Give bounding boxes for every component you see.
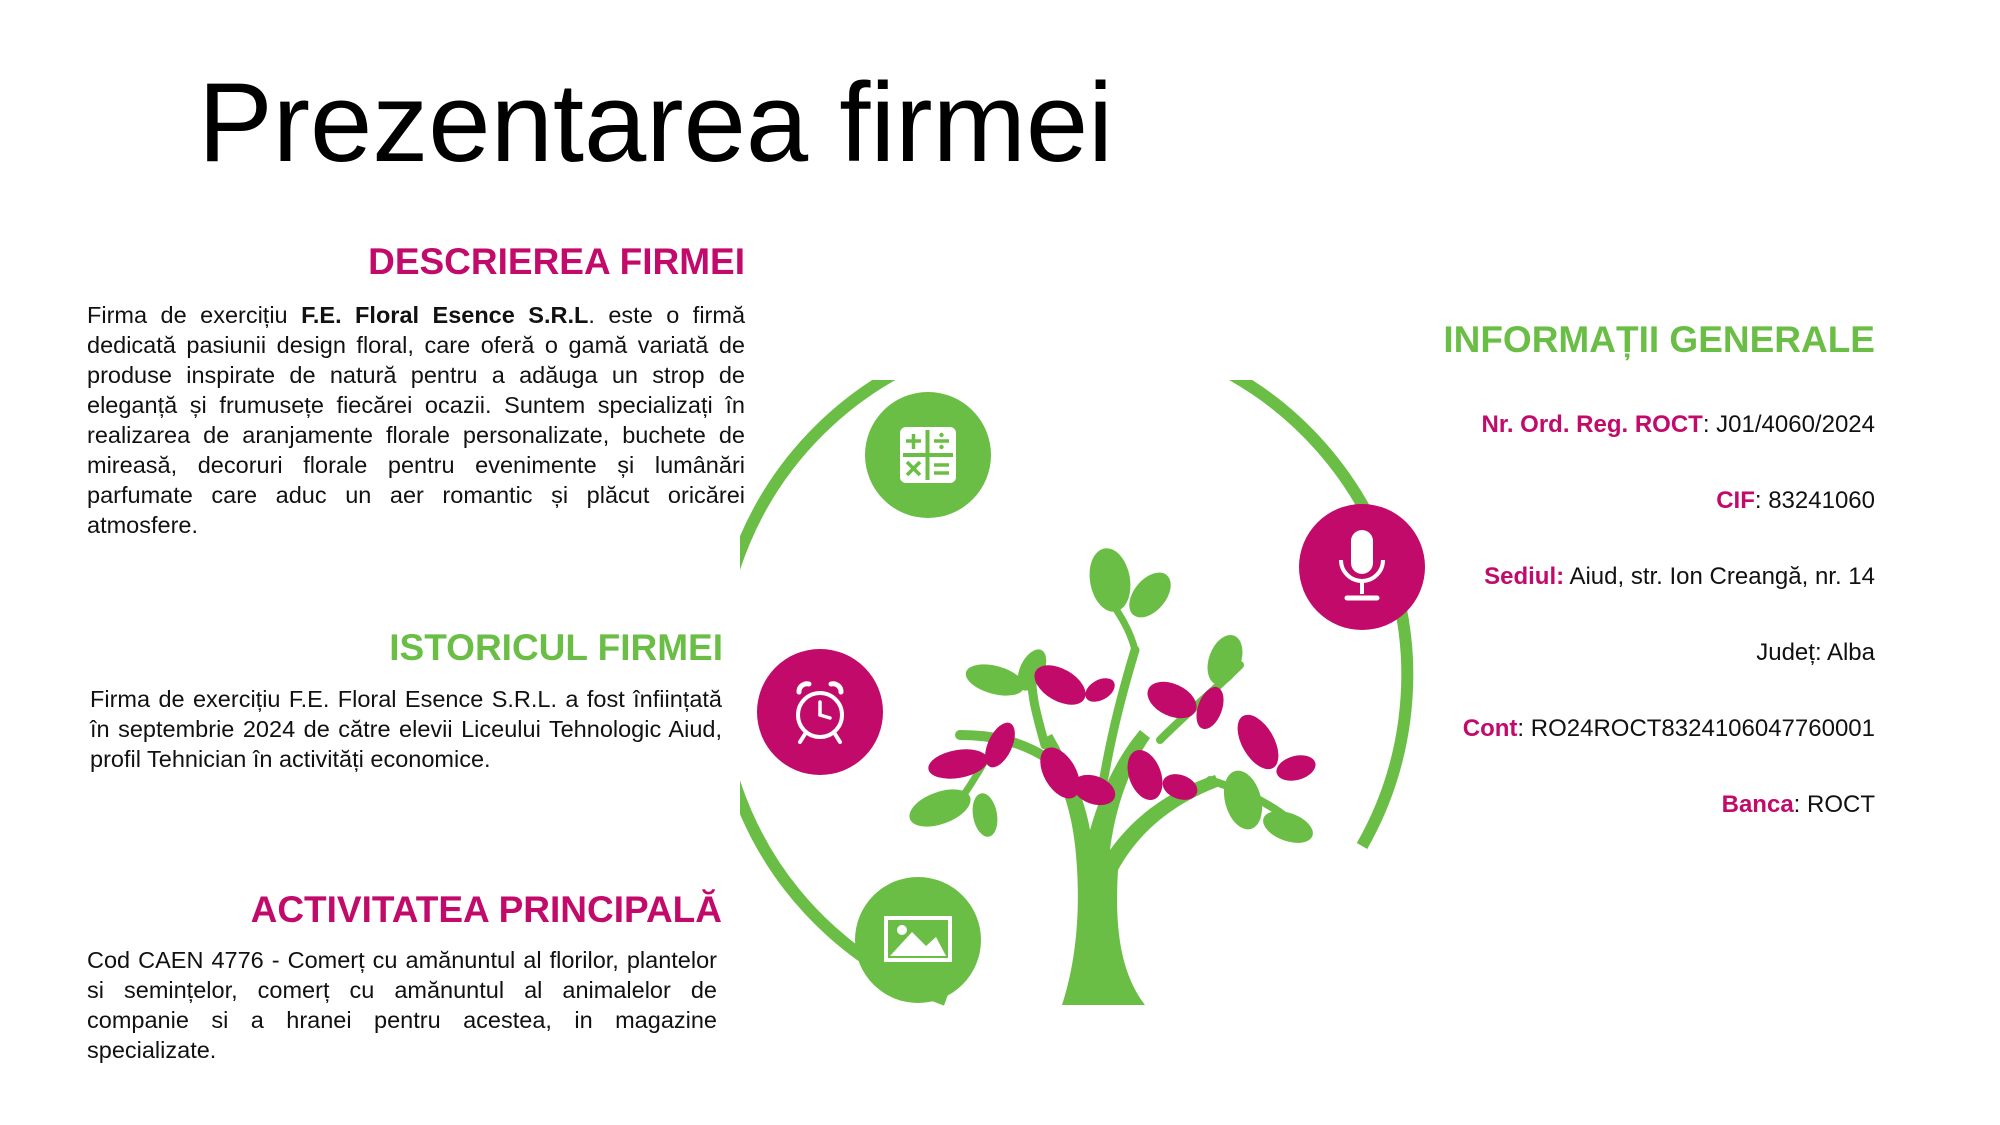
image-icon [855, 877, 981, 1003]
info-label: Banca [1721, 791, 1794, 818]
info-row-reg: Nr. Ord. Reg. ROCT: J01/4060/2024 [1481, 410, 1875, 440]
infographic-graphic [740, 380, 1425, 1006]
calculator-icon [865, 392, 991, 518]
activity-text: Cod CAEN 4776 - Comerț cu amănuntul al f… [87, 947, 717, 1063]
description-text-before: Firma de exercițiu [87, 302, 302, 328]
history-text: Firma de exercițiu F.E. Floral Esence S.… [90, 686, 722, 772]
info-row-judet: Județ: Alba [1756, 638, 1875, 668]
info-value: Județ: Alba [1756, 639, 1875, 666]
info-row-cif: CIF: 83241060 [1716, 486, 1875, 516]
info-label: Sediul: [1484, 563, 1565, 590]
info-value: : RO24ROCT8324106047760001 [1517, 715, 1875, 742]
info-label: CIF [1716, 487, 1755, 514]
history-heading: ISTORICUL FIRMEI [389, 627, 723, 668]
info-row-banca: Banca: ROCT [1722, 790, 1875, 820]
info-value: : 83241060 [1754, 487, 1875, 514]
info-label: Nr. Ord. Reg. ROCT [1481, 411, 1703, 438]
info-row-sediul: Sediul: Aiud, str. Ion Creangă, nr. 14 [1484, 562, 1875, 592]
company-name: F.E. Floral Esence S.R.L [301, 302, 589, 328]
info-label: Cont [1462, 715, 1518, 742]
info-value: : J01/4060/2024 [1702, 411, 1875, 438]
description-heading: DESCRIEREA FIRMEI [368, 241, 745, 282]
tree-icon [909, 548, 1316, 1005]
page-title: Prezentarea firmei [198, 60, 1114, 185]
general-info-heading: INFORMAȚII GENERALE [1443, 319, 1875, 360]
info-value: : ROCT [1793, 791, 1875, 818]
description-text: Firma de exercițiu F.E. Floral Esence S.… [87, 300, 745, 540]
info-row-cont: Cont: RO24ROCT8324106047760001 [1463, 714, 1875, 744]
activity-heading: ACTIVITATEA PRINCIPALĂ [250, 889, 722, 930]
alarm-clock-icon [757, 649, 883, 775]
microphone-icon [1299, 504, 1425, 630]
description-text-after: . este o firmă dedicată pasiunii design … [87, 302, 746, 538]
info-value: Aiud, str. Ion Creangă, nr. 14 [1564, 563, 1875, 590]
